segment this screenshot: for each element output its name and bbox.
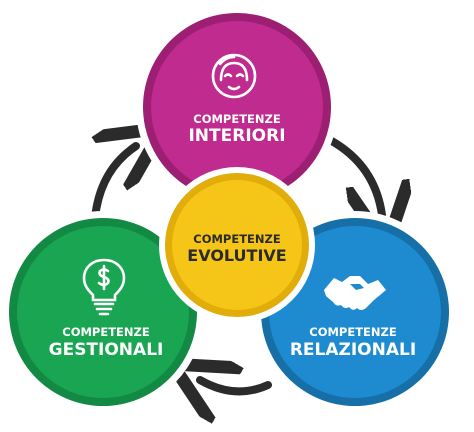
relazionali-line2: RELAZIONALI [290,340,416,360]
circle-interiori-fill [151,21,323,193]
circle-gestionali: COMPETENZE GESTIONALI [2,211,204,413]
interiori-line2: INTERIORI [188,126,285,146]
circle-relazionali-fill [269,226,441,398]
circle-evolutive-fill [172,180,302,310]
arrow-top-to-right [326,136,382,215]
gestionali-line2: GESTIONALI [49,340,164,360]
handshake-icon [324,276,386,310]
evolutive-line2: EVOLUTIVE [187,246,286,265]
circle-gestionali-fill [17,226,189,398]
circle-evolutive: COMPETENZE EVOLUTIVE [159,167,315,323]
gestionali-line1: COMPETENZE [62,325,150,339]
lightbulb-dollar-icon [82,258,126,316]
face-icon [211,53,257,99]
relazionali-line1: COMPETENZE [309,325,397,339]
circle-interiori: COMPETENZE INTERIORI [136,6,338,208]
arrow-left-to-top [91,146,136,222]
evolutive-line1: COMPETENZE [193,232,281,246]
arrow-right-to-left [200,380,272,391]
interiori-line1: COMPETENZE [193,112,281,126]
